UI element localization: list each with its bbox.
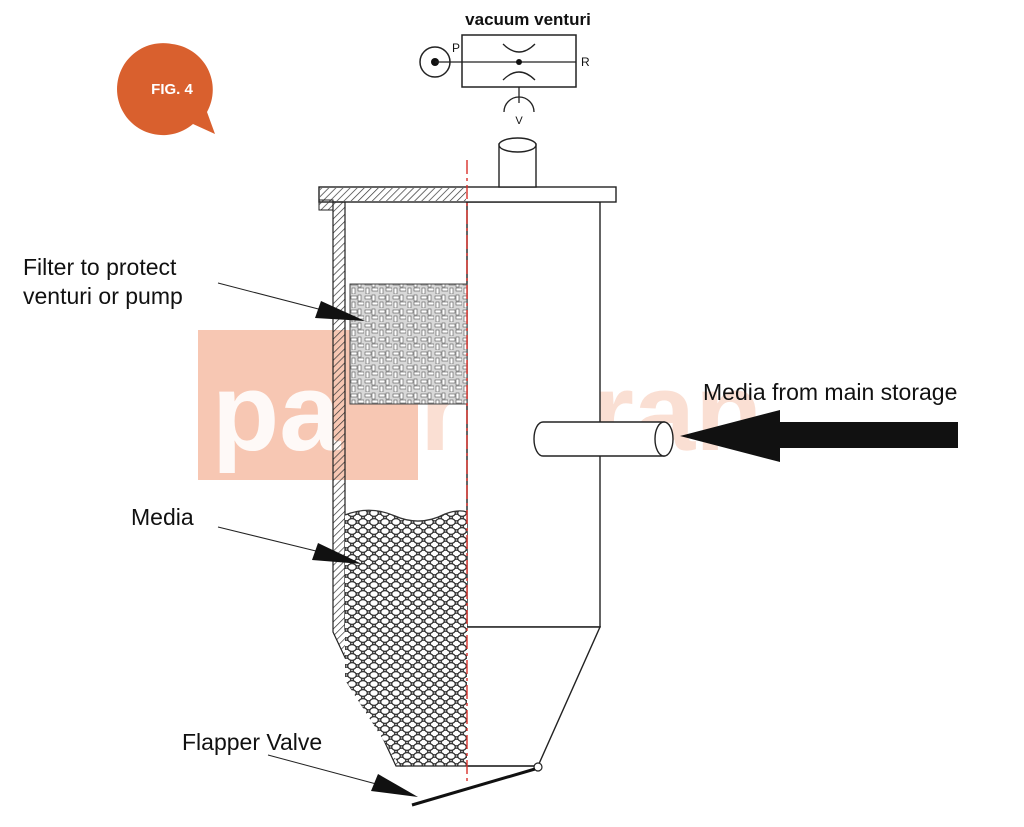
filter-callout: Filter to protect venturi or pump — [23, 254, 365, 321]
filter-label-line1: Filter to protect — [23, 254, 177, 280]
vacuum-venturi-symbol: vacuum venturi P R V — [419, 10, 591, 127]
media-surface — [344, 509, 468, 522]
port-v-label: V — [515, 115, 523, 127]
flapper-callout: Flapper Valve — [182, 729, 418, 797]
flapper-leader-line — [267, 754, 381, 786]
venturi-nozzle-bottom — [502, 71, 536, 81]
flapper-label: Flapper Valve — [182, 729, 322, 755]
venturi-center-dot — [516, 59, 522, 65]
port-p-label: P — [452, 41, 460, 55]
filter-leader-line — [217, 282, 331, 313]
fig-badge: FIG. 4 — [117, 43, 215, 136]
vacuum-port-arc — [503, 96, 535, 113]
filter-mesh — [349, 283, 468, 405]
media-callout: Media — [131, 504, 362, 564]
venturi-nozzle-top — [502, 43, 536, 53]
watermark-text-left: pa — [212, 351, 341, 474]
port-r-label: R — [581, 55, 590, 69]
media-label: Media — [131, 504, 194, 530]
filter-label-line2: venturi or pump — [23, 283, 183, 309]
inlet-pipe-opening — [654, 421, 674, 457]
vessel-right-body — [466, 201, 601, 628]
media-leader-arrowhead — [312, 543, 362, 564]
hopper-vessel — [318, 137, 674, 807]
media-leader-line — [217, 526, 321, 553]
lid-left-lip — [318, 199, 334, 211]
fig-badge-bubble — [117, 43, 215, 136]
flapper-hinge — [533, 762, 543, 772]
vessel-lid-hatch — [320, 188, 466, 201]
inlet-arrow — [680, 410, 958, 462]
inlet-label: Media from main storage — [703, 379, 957, 405]
filter-leader-arrowhead — [315, 301, 365, 321]
media-fill — [345, 510, 467, 766]
inlet-pipe — [533, 421, 665, 457]
flapper-leader-arrowhead — [371, 774, 418, 797]
flapper-plate — [411, 767, 536, 807]
vessel-right-cone — [467, 626, 602, 767]
venturi-title: vacuum venturi — [465, 10, 591, 29]
fig-badge-label: FIG. 4 — [151, 81, 193, 98]
suction-tube-opening — [498, 137, 537, 153]
